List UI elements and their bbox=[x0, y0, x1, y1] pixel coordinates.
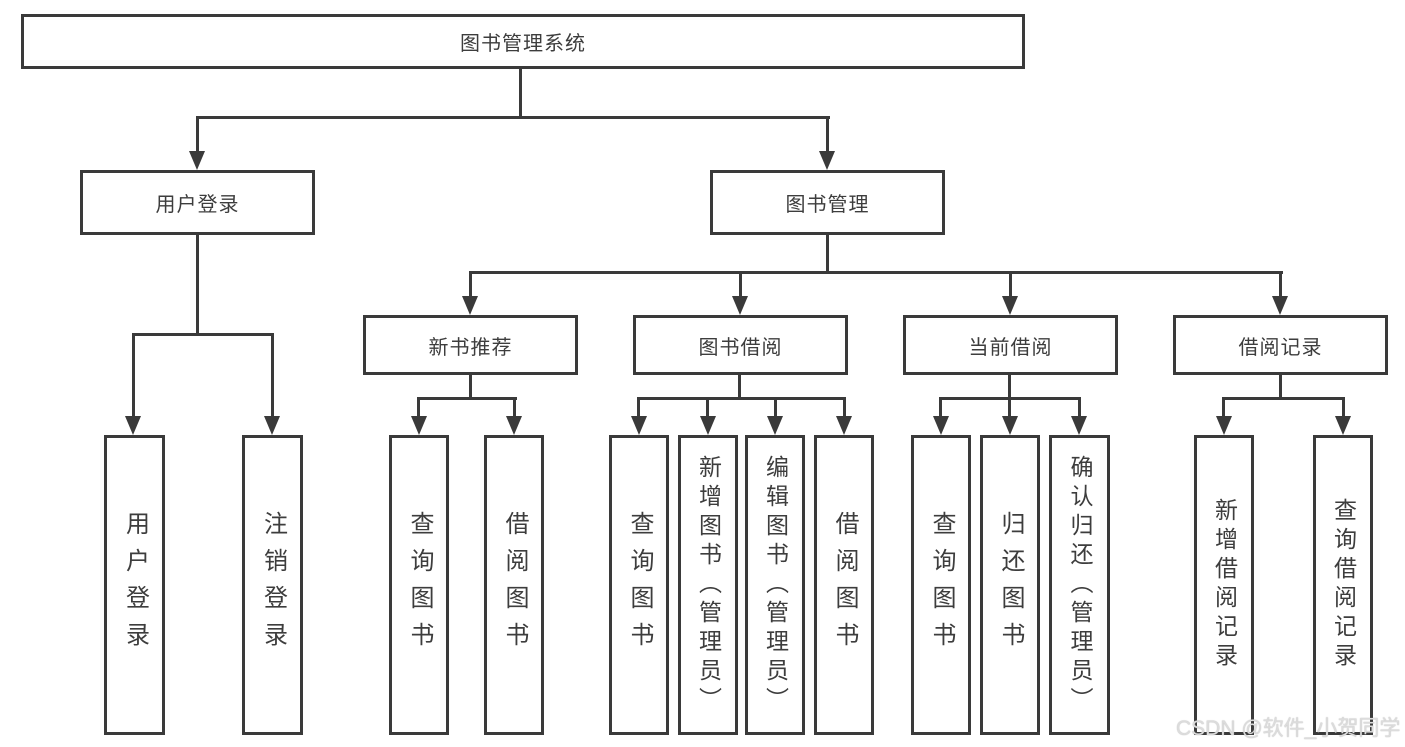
leaf-bb-add-books-admin: 新增图书（管理员） bbox=[678, 435, 738, 735]
node-new-book-recommend-label: 新书推荐 bbox=[428, 336, 513, 359]
connector-stem-nb-query bbox=[417, 397, 420, 417]
connector-user-login-trunk bbox=[196, 235, 199, 335]
connector-bb-trunk bbox=[738, 375, 741, 400]
arrow-cb-confirm bbox=[1071, 416, 1087, 435]
leaf-bb-query-books-label: 查询图书 bbox=[626, 511, 653, 659]
node-book-management-label: 图书管理 bbox=[785, 194, 870, 216]
connector-nb-bus bbox=[417, 397, 517, 400]
leaf-br-add-record-label: 新增借阅记录 bbox=[1211, 498, 1238, 672]
leaf-cb-confirm-return-admin-label: 确认归还（管理员） bbox=[1067, 454, 1093, 716]
arrow-nb-borrow bbox=[506, 416, 522, 435]
leaf-cb-confirm-return-admin: 确认归还（管理员） bbox=[1049, 435, 1110, 735]
leaf-br-query-record: 查询借阅记录 bbox=[1313, 435, 1373, 735]
node-root-label: 图书管理系统 bbox=[460, 33, 586, 55]
connector-nb-trunk bbox=[469, 375, 472, 400]
leaf-bb-query-books: 查询图书 bbox=[609, 435, 669, 735]
arrow-bb-query bbox=[631, 416, 647, 435]
connector-stem-user-login bbox=[196, 116, 199, 152]
leaf-cb-query-books: 查询图书 bbox=[911, 435, 971, 735]
leaf-nb-query-books: 查询图书 bbox=[389, 435, 449, 735]
arrow-br-add bbox=[1216, 416, 1232, 435]
arrow-br-query bbox=[1335, 416, 1351, 435]
arrow-current-borrow bbox=[1002, 296, 1018, 315]
arrow-book-borrow bbox=[732, 296, 748, 315]
connector-stem-current-borrow bbox=[1009, 271, 1012, 298]
connector-br-bus bbox=[1222, 397, 1345, 400]
leaf-bb-add-books-admin-label: 新增图书（管理员） bbox=[695, 454, 722, 716]
node-root: 图书管理系统 bbox=[21, 14, 1025, 69]
leaf-nb-query-books-label: 查询图书 bbox=[406, 511, 433, 659]
arrow-book-mgmt bbox=[819, 151, 835, 170]
connector-stem-bb-edit bbox=[774, 397, 777, 417]
leaf-nb-borrow-books-label: 借阅图书 bbox=[501, 511, 528, 659]
node-book-management: 图书管理 bbox=[710, 170, 945, 235]
arrow-ul-logout bbox=[264, 416, 280, 435]
leaf-cb-return-books-label: 归还图书 bbox=[997, 511, 1024, 659]
leaf-br-query-record-label: 查询借阅记录 bbox=[1330, 498, 1357, 672]
arrow-new-books bbox=[462, 296, 478, 315]
leaf-bb-edit-books-admin-label: 编辑图书（管理员） bbox=[762, 454, 789, 716]
arrow-cb-query bbox=[933, 416, 949, 435]
connector-stem-borrow-records bbox=[1279, 271, 1282, 298]
leaf-cb-return-books: 归还图书 bbox=[980, 435, 1040, 735]
arrow-bb-borrow bbox=[836, 416, 852, 435]
connector-user-login-bus bbox=[132, 333, 274, 336]
arrow-nb-query bbox=[411, 416, 427, 435]
connector-stem-cb-return bbox=[1008, 397, 1011, 417]
connector-stem-br-add bbox=[1222, 397, 1225, 417]
connector-stem-book-borrow bbox=[739, 271, 742, 298]
node-book-borrow-label: 图书借阅 bbox=[698, 336, 783, 359]
node-borrow-records-label: 借阅记录 bbox=[1238, 336, 1323, 359]
leaf-br-add-record: 新增借阅记录 bbox=[1194, 435, 1254, 735]
connector-stem-new-books bbox=[469, 271, 472, 298]
leaf-user-login: 用户登录 bbox=[104, 435, 165, 735]
connector-stem-cb-confirm bbox=[1078, 397, 1081, 417]
leaf-bb-borrow-books-label: 借阅图书 bbox=[831, 511, 858, 659]
connector-level2-bus bbox=[196, 116, 830, 119]
connector-book-mgmt-trunk bbox=[826, 235, 829, 274]
connector-cb-trunk bbox=[1008, 375, 1011, 400]
arrow-bb-add bbox=[700, 416, 716, 435]
connector-level3-bus bbox=[469, 271, 1283, 274]
arrow-user-login bbox=[189, 151, 205, 170]
connector-stem-cb-query bbox=[939, 397, 942, 417]
connector-stem-br-query bbox=[1342, 397, 1345, 417]
connector-bb-bus bbox=[637, 397, 846, 400]
leaf-logout: 注销登录 bbox=[242, 435, 303, 735]
connector-stem-book-mgmt bbox=[826, 116, 829, 152]
connector-stem-ul-logout bbox=[271, 333, 274, 417]
arrow-cb-return bbox=[1002, 416, 1018, 435]
csdn-watermark: CSDN @软件_小贺同学 bbox=[1176, 717, 1401, 740]
leaf-user-login-label: 用户登录 bbox=[121, 511, 149, 659]
connector-stem-bb-add bbox=[706, 397, 709, 417]
node-borrow-records: 借阅记录 bbox=[1173, 315, 1388, 375]
connector-stem-bb-borrow bbox=[843, 397, 846, 417]
connector-root-trunk bbox=[519, 69, 522, 118]
leaf-cb-query-books-label: 查询图书 bbox=[928, 511, 955, 659]
node-current-borrow-label: 当前借阅 bbox=[968, 336, 1053, 359]
node-current-borrow: 当前借阅 bbox=[903, 315, 1118, 375]
node-new-book-recommend: 新书推荐 bbox=[363, 315, 578, 375]
node-book-borrow: 图书借阅 bbox=[633, 315, 848, 375]
leaf-bb-edit-books-admin: 编辑图书（管理员） bbox=[745, 435, 805, 735]
leaf-logout-label: 注销登录 bbox=[259, 511, 287, 659]
arrow-borrow-records bbox=[1272, 296, 1288, 315]
leaf-nb-borrow-books: 借阅图书 bbox=[484, 435, 544, 735]
node-user-login: 用户登录 bbox=[80, 170, 315, 235]
connector-stem-nb-borrow bbox=[513, 397, 516, 417]
connector-stem-bb-query bbox=[637, 397, 640, 417]
connector-stem-ul-login bbox=[132, 333, 135, 417]
leaf-bb-borrow-books: 借阅图书 bbox=[814, 435, 874, 735]
arrow-ul-login bbox=[125, 416, 141, 435]
node-user-login-label: 用户登录 bbox=[155, 194, 240, 216]
connector-br-trunk bbox=[1279, 375, 1282, 400]
arrow-bb-edit bbox=[767, 416, 783, 435]
